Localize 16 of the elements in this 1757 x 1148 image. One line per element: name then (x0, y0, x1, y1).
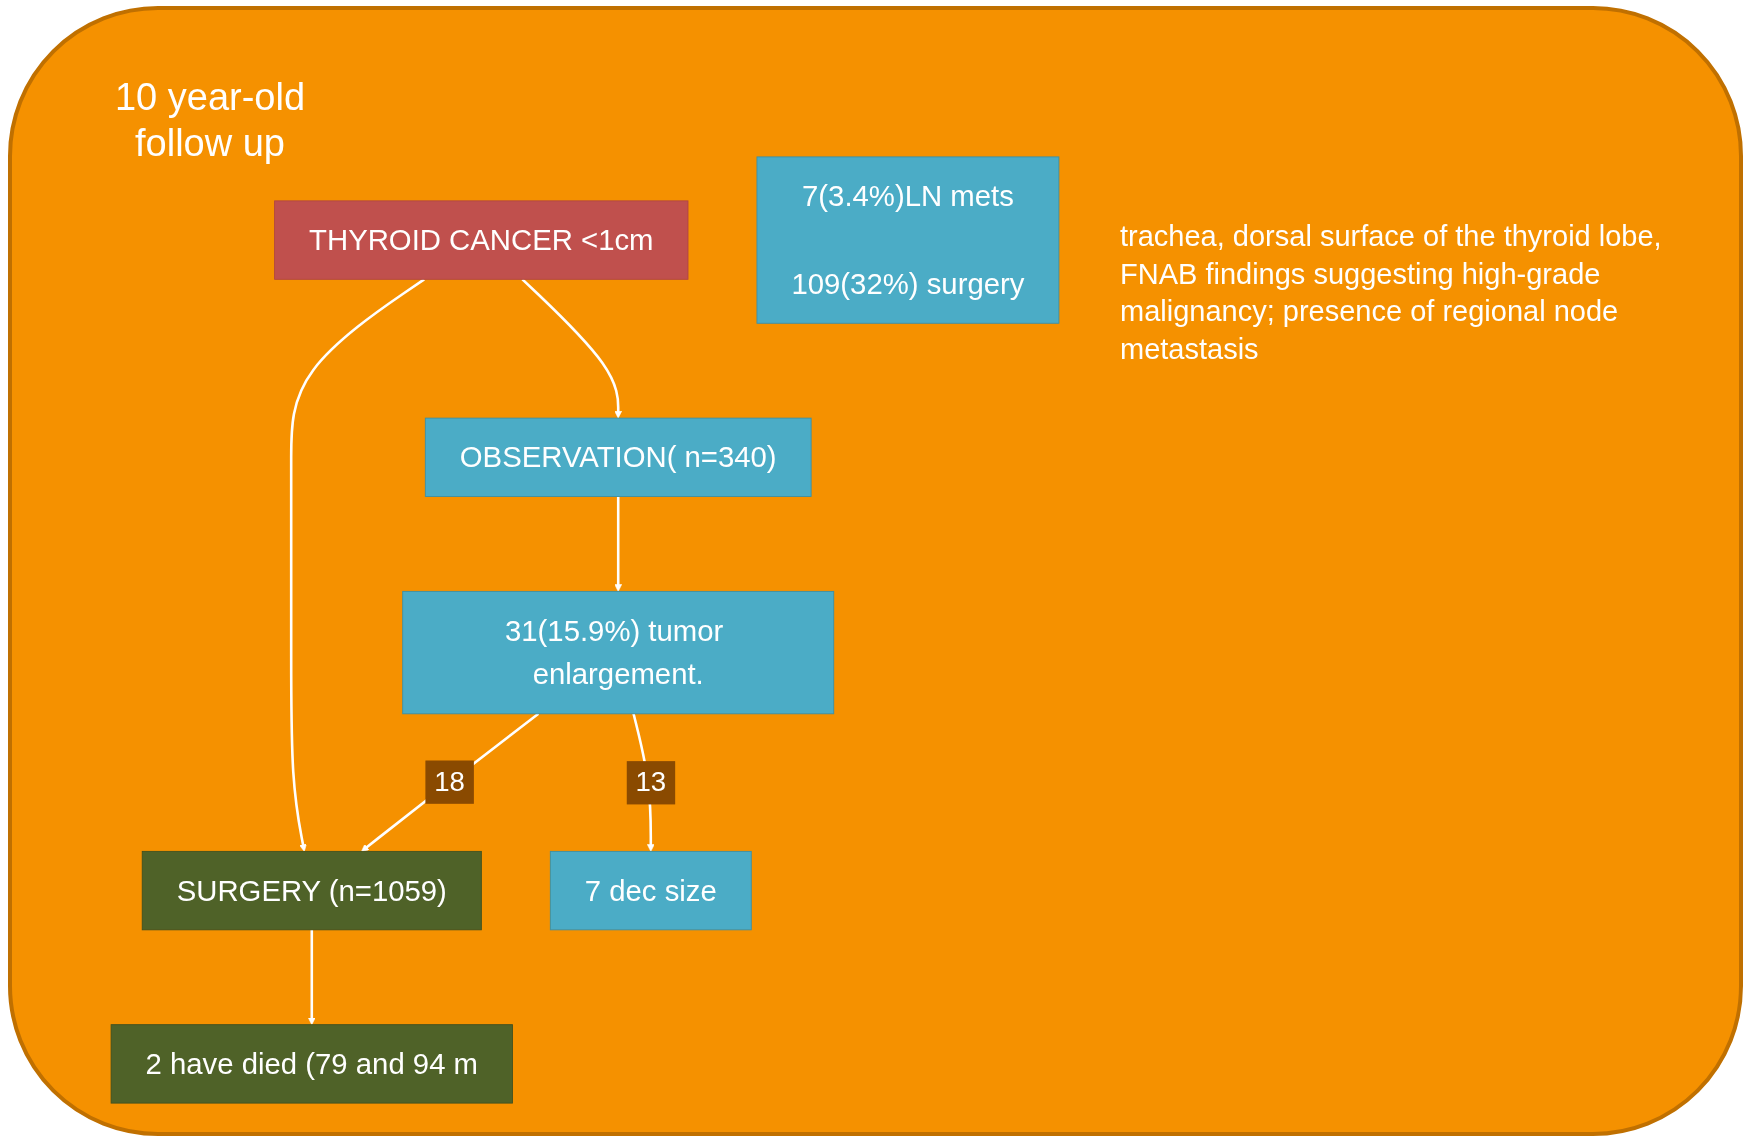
edge-label: 13 (635, 766, 667, 798)
note-text: 10 year-old follow up (113, 75, 307, 166)
arrow (361, 712, 540, 852)
arrow (289, 278, 425, 852)
node-box: 31(15.9%) tumor enlargement. (402, 590, 835, 715)
edge-label: 18 (434, 765, 465, 797)
node-box: SURGERY (n=1059) (141, 850, 482, 931)
node-box: 7(3.4%)LN mets 109(32%) surgery (756, 156, 1060, 324)
node-box: OBSERVATION( n=340) (424, 417, 812, 497)
arrow (614, 496, 622, 592)
arrow (521, 278, 622, 419)
node-box: THYROID CANCER <1cm (274, 200, 689, 280)
node-box: 2 have died (79 and 94 m (110, 1024, 513, 1104)
arrow (308, 929, 316, 1025)
node-box: 7 dec size (549, 850, 752, 931)
note-text: trachea, dorsal surface of the thyroid lobe, FNAB findings suggesting high-grade malignancy; presence of regional node metastasis (1120, 219, 1663, 368)
